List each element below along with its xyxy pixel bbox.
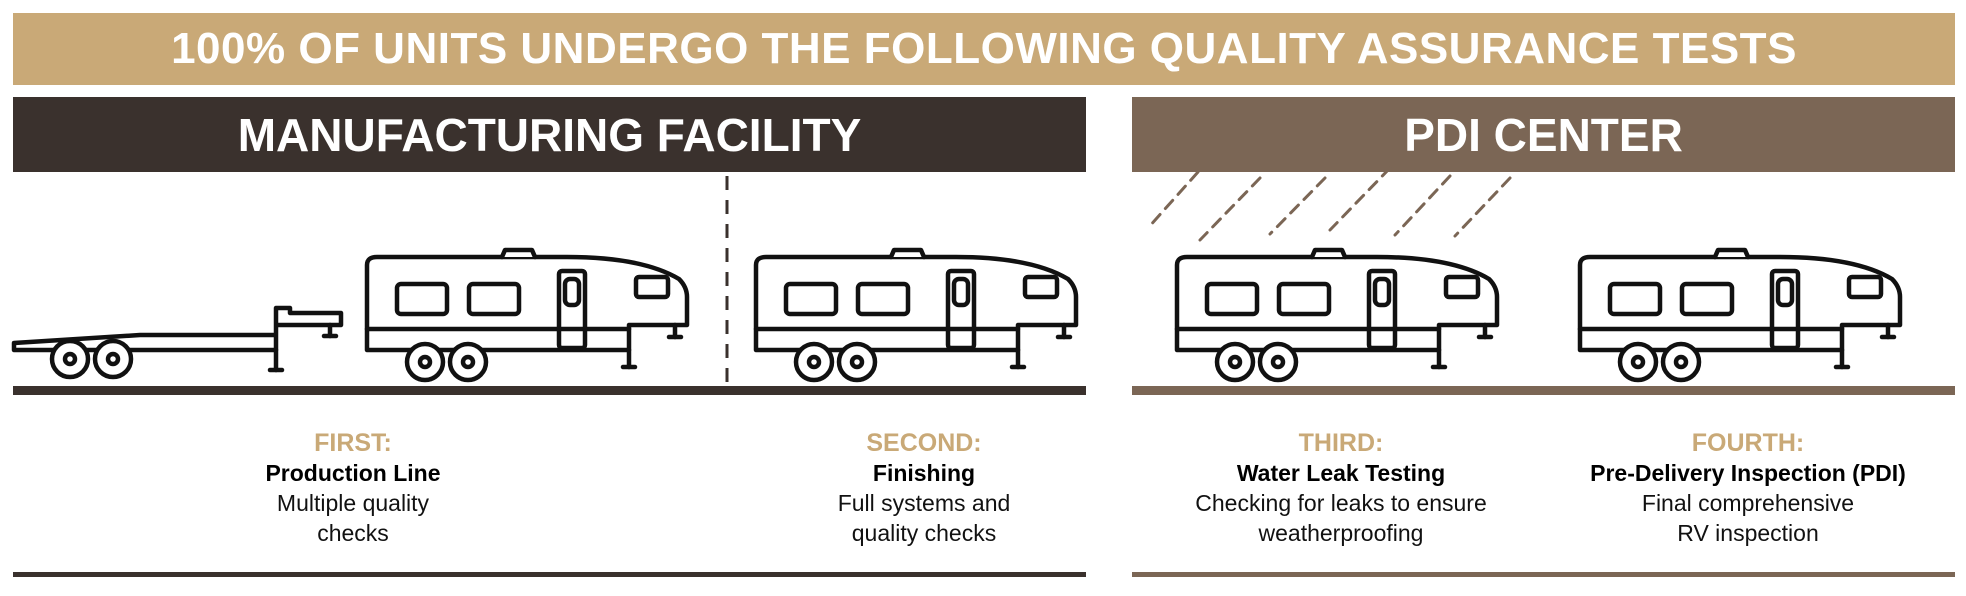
pdi-center-title: PDI CENTER	[1404, 108, 1683, 161]
step-title: Production Line	[265, 460, 441, 486]
manufacturing-bottom-rule	[13, 572, 1086, 577]
step-first: FIRST: Production Line Multiple quality …	[153, 428, 553, 548]
pdi-center-header: PDI CENTER	[1132, 97, 1955, 172]
step-third: THIRD: Water Leak Testing Checking for l…	[1141, 428, 1541, 548]
step-title: Finishing	[872, 460, 976, 486]
pdi-bottom-rule	[1132, 572, 1955, 577]
page-banner: 100% OF UNITS UNDERGO THE FOLLOWING QUAL…	[13, 13, 1955, 85]
step-label: FIRST:	[314, 429, 392, 457]
step-description-line1: Full systems and	[837, 490, 1011, 516]
step-label: THIRD:	[1298, 429, 1384, 457]
step-title: Water Leak Testing	[1236, 460, 1446, 486]
rain-icon	[1146, 166, 1512, 242]
step-description-line2: quality checks	[851, 520, 997, 546]
fifth-wheel-rv-icon	[756, 250, 1076, 380]
pdi-ground-line	[1132, 386, 1955, 395]
trailer-chassis-icon	[11, 305, 344, 380]
step-description-line1: Final comprehensive	[1641, 490, 1855, 516]
manufacturing-facility-title: MANUFACTURING FACILITY	[237, 108, 862, 161]
fifth-wheel-rv-icon	[1177, 250, 1497, 380]
step-second: SECOND: Finishing Full systems and quali…	[724, 428, 1124, 548]
step-title: Pre-Delivery Inspection (PDI)	[1590, 460, 1906, 486]
banner-title: 100% OF UNITS UNDERGO THE FOLLOWING QUAL…	[171, 24, 1797, 73]
step-description-line2: RV inspection	[1677, 520, 1819, 546]
step-description-line2: checks	[317, 520, 389, 546]
step-description-line1: Multiple quality	[276, 490, 430, 516]
fifth-wheel-rv-icon	[367, 250, 687, 380]
step-description-line2: weatherproofing	[1258, 520, 1424, 546]
step-description-line1: Checking for leaks to ensure	[1195, 490, 1487, 516]
fifth-wheel-rv-icon	[1580, 250, 1900, 380]
manufacturing-facility-header: MANUFACTURING FACILITY	[13, 97, 1086, 172]
step-fourth: FOURTH: Pre-Delivery Inspection (PDI) Fi…	[1548, 428, 1948, 548]
step-label: SECOND:	[866, 429, 982, 457]
step-label: FOURTH:	[1691, 429, 1805, 457]
manufacturing-ground-line	[13, 386, 1086, 395]
